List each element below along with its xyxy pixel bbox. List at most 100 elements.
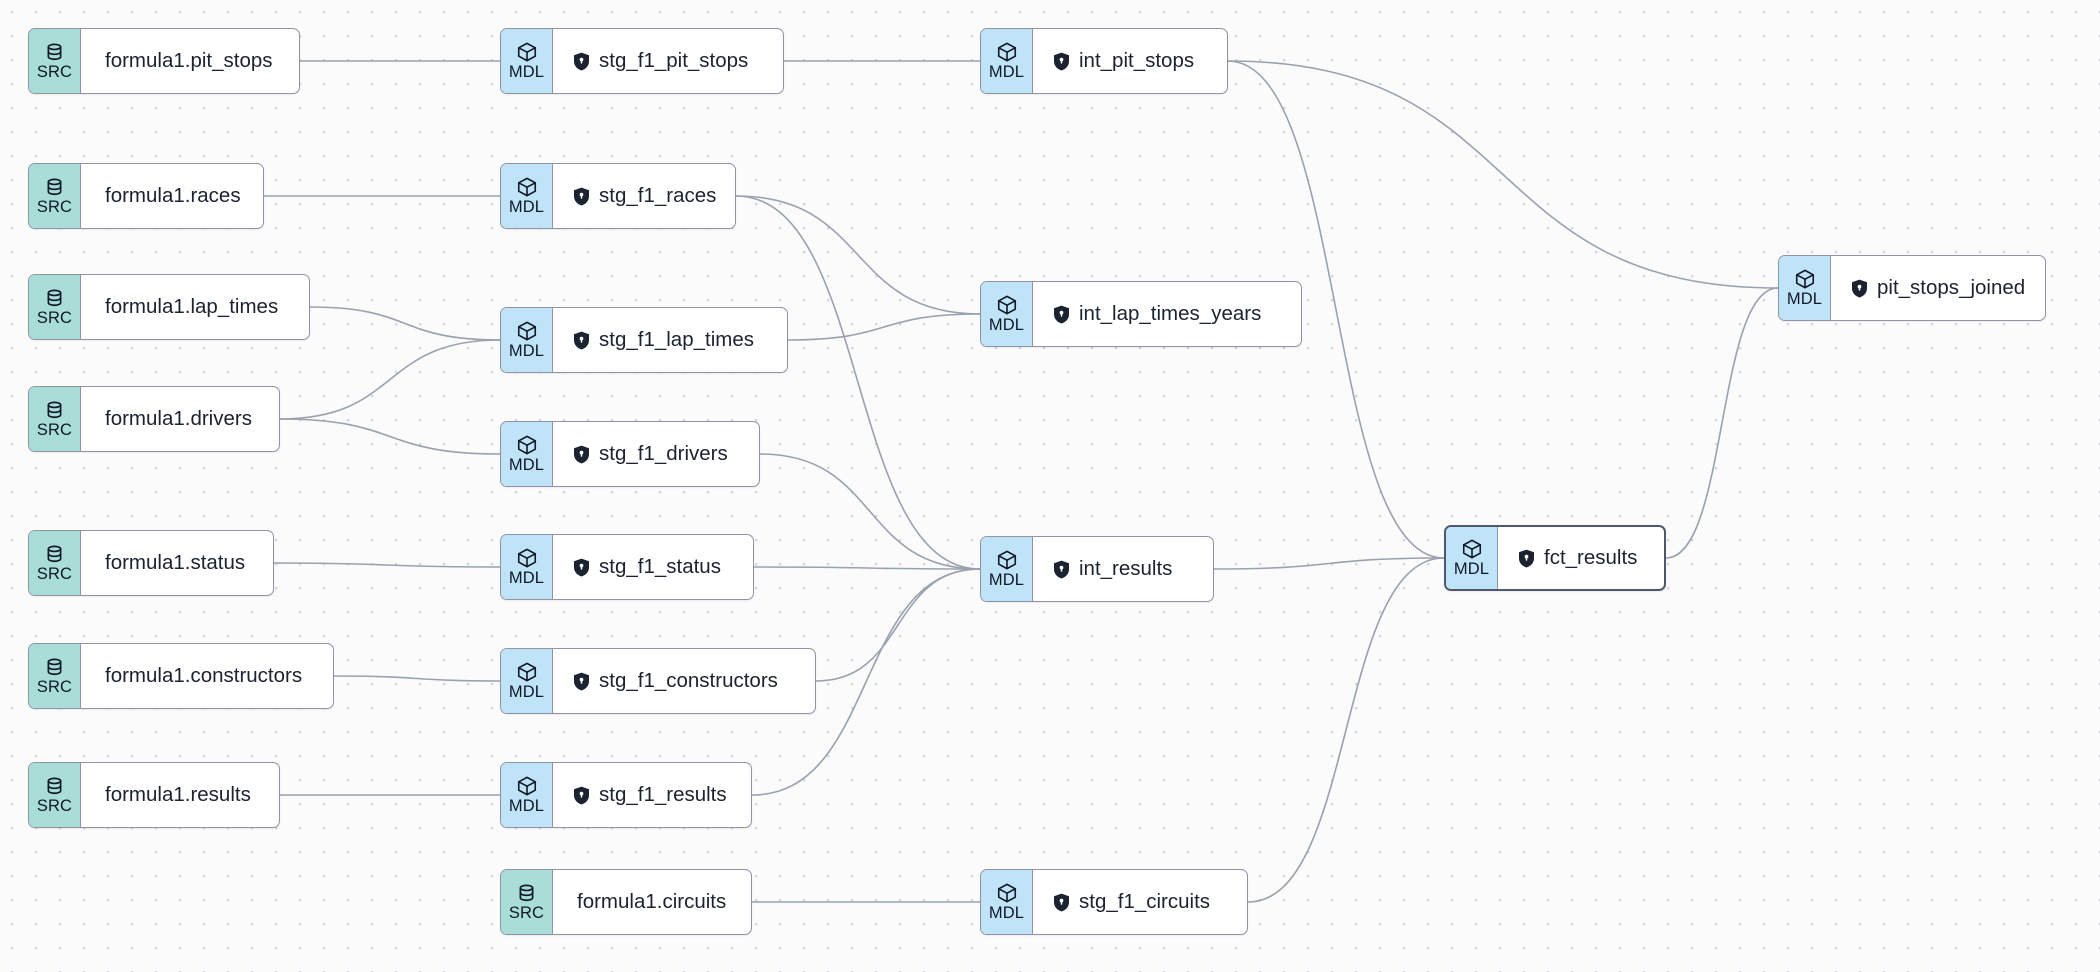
node-stg_races[interactable]: MDL stg_f1_races (500, 163, 736, 229)
node-pit_stops_joined[interactable]: MDL pit_stops_joined (1778, 255, 2046, 321)
badge-label: SRC (36, 564, 73, 583)
cube-icon (517, 177, 536, 197)
database-icon (47, 289, 62, 306)
source-badge: SRC (501, 870, 553, 934)
node-stg_circuits[interactable]: MDL stg_f1_circuits (980, 869, 1248, 935)
node-body: stg_f1_pit_stops (553, 29, 783, 93)
model-badge: MDL (981, 537, 1033, 601)
badge-label: MDL (508, 683, 545, 702)
node-label: formula1.lap_times (105, 294, 279, 318)
shield-lock-icon (1054, 893, 1069, 911)
node-label: formula1.pit_stops (105, 48, 273, 72)
node-src_pit_stops[interactable]: SRC formula1.pit_stops (28, 28, 300, 94)
node-body: stg_f1_drivers (553, 422, 759, 486)
badge-label: MDL (988, 904, 1025, 923)
model-badge: MDL (501, 422, 553, 486)
cube-icon (997, 550, 1016, 570)
node-body: stg_f1_circuits (1033, 870, 1247, 934)
source-badge: SRC (29, 387, 81, 451)
badge-label: SRC (36, 308, 73, 327)
node-stg_constructors[interactable]: MDL stg_f1_constructors (500, 648, 816, 714)
database-icon (519, 884, 534, 901)
model-badge: MDL (1779, 256, 1831, 320)
node-body: formula1.status (81, 531, 273, 595)
badge-label: MDL (508, 569, 545, 588)
badge-label: MDL (508, 342, 545, 361)
badge-label: MDL (988, 63, 1025, 82)
badge-label: SRC (508, 903, 545, 922)
node-body: int_lap_times_years (1033, 282, 1301, 346)
model-badge: MDL (501, 29, 553, 93)
cube-icon (517, 321, 536, 341)
badge-label: MDL (508, 797, 545, 816)
node-body: formula1.circuits (553, 870, 751, 934)
shield-lock-icon (574, 786, 589, 804)
node-label: int_pit_stops (1079, 48, 1195, 72)
node-label: stg_f1_lap_times (599, 327, 754, 351)
badge-label: MDL (988, 571, 1025, 590)
shield-lock-icon (574, 331, 589, 349)
source-badge: SRC (29, 29, 81, 93)
database-icon (47, 43, 62, 60)
node-label: fct_results (1544, 545, 1638, 569)
node-src_status[interactable]: SRC formula1.status (28, 530, 274, 596)
model-badge: MDL (501, 763, 553, 827)
cube-icon (517, 776, 536, 796)
node-src_circuits[interactable]: SRC formula1.circuits (500, 869, 752, 935)
model-badge: MDL (501, 164, 553, 228)
node-label: formula1.circuits (577, 889, 727, 913)
node-body: formula1.results (81, 763, 279, 827)
node-body: stg_f1_lap_times (553, 308, 787, 372)
shield-lock-icon (574, 187, 589, 205)
node-stg_lap_times[interactable]: MDL stg_f1_lap_times (500, 307, 788, 373)
badge-label: SRC (36, 62, 73, 81)
shield-lock-icon (574, 445, 589, 463)
node-label: pit_stops_joined (1877, 275, 2026, 299)
node-body: formula1.races (81, 164, 263, 228)
model-badge: MDL (981, 282, 1033, 346)
node-label: formula1.races (105, 183, 241, 207)
badge-label: SRC (36, 197, 73, 216)
node-src_drivers[interactable]: SRC formula1.drivers (28, 386, 280, 452)
model-badge: MDL (981, 29, 1033, 93)
node-label: stg_f1_races (599, 183, 717, 207)
source-badge: SRC (29, 164, 81, 228)
model-badge: MDL (501, 649, 553, 713)
node-label: int_results (1079, 556, 1173, 580)
source-badge: SRC (29, 275, 81, 339)
node-label: formula1.drivers (105, 406, 252, 430)
node-src_races[interactable]: SRC formula1.races (28, 163, 264, 229)
cube-icon (997, 883, 1016, 903)
cube-icon (997, 295, 1016, 315)
badge-label: MDL (508, 198, 545, 217)
node-label: stg_f1_circuits (1079, 889, 1211, 913)
cube-icon (517, 548, 536, 568)
database-icon (47, 545, 62, 562)
cube-icon (997, 42, 1016, 62)
shield-lock-icon (1054, 305, 1069, 323)
node-int_results[interactable]: MDL int_results (980, 536, 1214, 602)
node-body: stg_f1_constructors (553, 649, 815, 713)
model-badge: MDL (501, 308, 553, 372)
node-body: pit_stops_joined (1831, 256, 2045, 320)
badge-label: SRC (36, 420, 73, 439)
badge-label: MDL (1786, 290, 1823, 309)
node-int_pit_stops[interactable]: MDL int_pit_stops (980, 28, 1228, 94)
database-icon (47, 658, 62, 675)
badge-label: SRC (36, 796, 73, 815)
cube-icon (517, 42, 536, 62)
node-body: stg_f1_races (553, 164, 735, 228)
database-icon (47, 401, 62, 418)
node-src_lap_times[interactable]: SRC formula1.lap_times (28, 274, 310, 340)
node-src_results[interactable]: SRC formula1.results (28, 762, 280, 828)
node-body: formula1.drivers (81, 387, 279, 451)
